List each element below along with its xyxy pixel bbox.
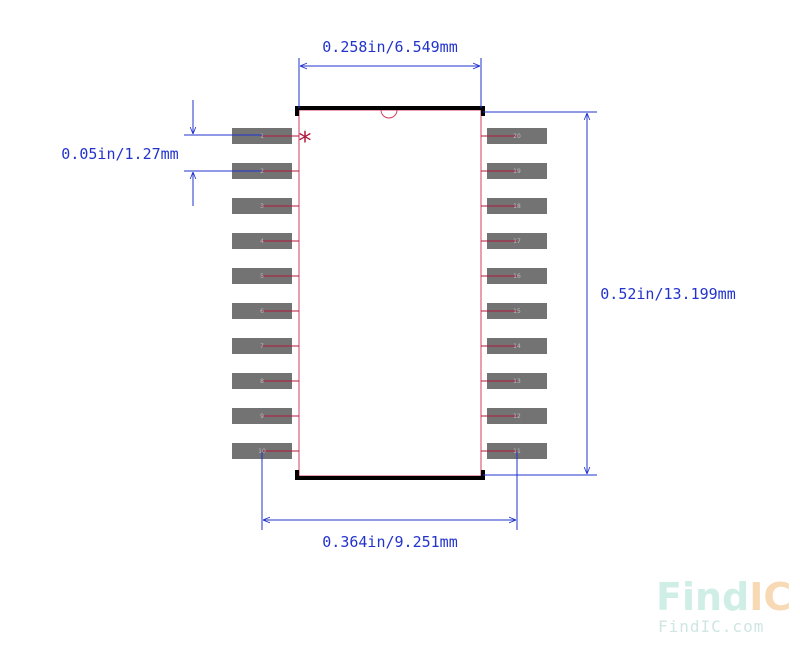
pad-number: 20 xyxy=(513,133,521,140)
pad-18: 18 xyxy=(481,198,547,214)
pad-10: 10 xyxy=(232,443,299,459)
pad-number: 6 xyxy=(260,308,264,315)
ic-body-outline xyxy=(298,109,482,477)
pad-number: 18 xyxy=(513,203,521,210)
pad-19: 19 xyxy=(481,163,547,179)
dim-body-width xyxy=(298,58,482,108)
pad-number: 5 xyxy=(260,273,264,280)
pad-number: 3 xyxy=(260,203,264,210)
pad-11: 11 xyxy=(481,443,547,459)
pad-number: 14 xyxy=(513,343,521,350)
findic-logo: FindIC FindIC.com xyxy=(656,575,791,636)
pad-15: 15 xyxy=(481,303,547,319)
pad-number: 8 xyxy=(260,378,264,385)
pad-8: 8 xyxy=(232,373,299,389)
pad-number: 19 xyxy=(513,168,521,175)
pad-3: 3 xyxy=(232,198,299,214)
dim-pitch-label: 0.05in/1.27mm xyxy=(61,145,178,163)
pad-7: 7 xyxy=(232,338,299,354)
pad-number: 12 xyxy=(513,413,521,420)
pad-20: 20 xyxy=(481,128,547,144)
pad-5: 5 xyxy=(232,268,299,284)
pad-14: 14 xyxy=(481,338,547,354)
pad-9: 9 xyxy=(232,408,299,424)
pad-1: 1 xyxy=(232,128,299,144)
dim-span-width xyxy=(261,452,518,530)
pad-number: 13 xyxy=(513,378,521,385)
dim-body-width-label: 0.258in/6.549mm xyxy=(322,38,457,56)
pad-number: 10 xyxy=(258,448,266,455)
pad-number: 2 xyxy=(260,168,264,175)
dim-body-length-label: 0.52in/13.199mm xyxy=(600,285,735,303)
silkscreen-top xyxy=(295,106,485,116)
dim-span-width-label: 0.364in/9.251mm xyxy=(322,533,457,551)
pad-number: 16 xyxy=(513,273,521,280)
pad-number: 11 xyxy=(513,448,521,455)
pin1-notch xyxy=(380,109,398,119)
pad-number: 1 xyxy=(260,133,264,140)
dim-pitch xyxy=(184,100,262,206)
pad-4: 4 xyxy=(232,233,299,249)
svg-text:FindIC: FindIC xyxy=(656,575,791,619)
pad-6: 6 xyxy=(232,303,299,319)
pad-16: 16 xyxy=(481,268,547,284)
pad-13: 13 xyxy=(481,373,547,389)
pad-number: 17 xyxy=(513,238,521,245)
pad-number: 15 xyxy=(513,308,521,315)
silkscreen-bottom xyxy=(295,470,485,480)
pad-number: 7 xyxy=(260,343,264,350)
logo-ic: IC xyxy=(749,575,791,619)
logo-url: FindIC.com xyxy=(658,617,764,636)
pad-12: 12 xyxy=(481,408,547,424)
dim-body-length xyxy=(483,111,597,476)
pad-number: 4 xyxy=(260,238,264,245)
pin1-marker: * xyxy=(299,127,312,157)
pad-number: 9 xyxy=(260,413,264,420)
logo-find: Find xyxy=(656,575,749,619)
pad-17: 17 xyxy=(481,233,547,249)
